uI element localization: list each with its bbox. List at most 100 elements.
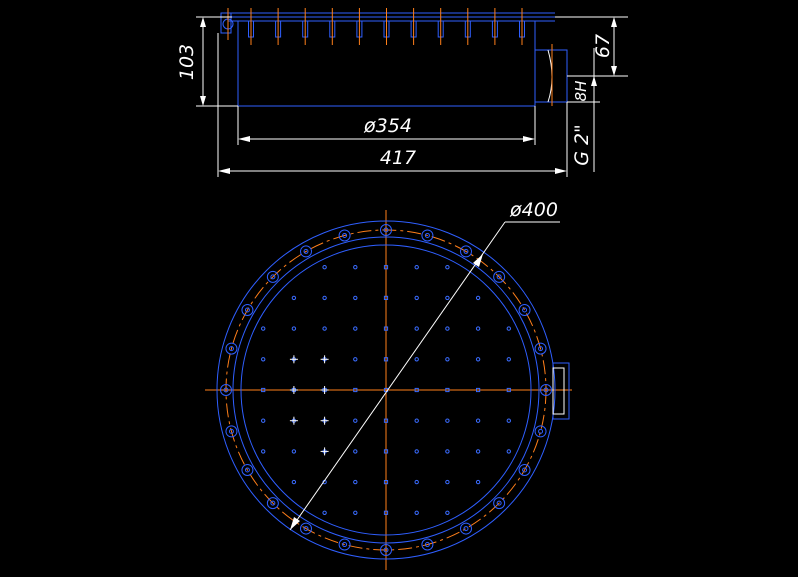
nozzle	[445, 295, 450, 301]
dim-103-text: 103	[176, 44, 198, 80]
dim-8h-text: 8H	[572, 81, 590, 102]
bolt-hole-center	[270, 500, 276, 506]
nozzle	[261, 357, 266, 362]
dim-354-arrow-left	[238, 136, 250, 142]
bolt-hole	[225, 425, 238, 438]
bolt-hole-center	[303, 248, 309, 254]
bolt-hole	[338, 538, 351, 551]
bolt-hole-center	[424, 232, 430, 238]
bolt-hole	[493, 270, 506, 283]
bolt-hole-center	[270, 274, 276, 280]
side-fins	[248, 8, 525, 45]
bolt-hole	[220, 384, 232, 396]
bolt-hole	[460, 522, 472, 535]
nozzle	[383, 418, 389, 423]
nozzle	[506, 326, 511, 331]
bolt-hole-center	[244, 467, 250, 473]
nozzle	[475, 326, 481, 331]
bolt-hole-center	[496, 274, 502, 280]
side-view	[220, 8, 568, 107]
nozzle	[414, 479, 419, 485]
dim-67-arrow-top	[611, 17, 617, 27]
nozzle	[353, 387, 358, 393]
side-left-flange	[220, 12, 232, 34]
nozzle	[383, 357, 389, 362]
nozzle	[475, 449, 481, 454]
bolt-hole-center	[424, 542, 430, 548]
bolt-hole-center	[342, 542, 348, 548]
nozzle	[322, 510, 327, 515]
nozzle	[383, 295, 389, 300]
bolt-hole	[300, 522, 312, 535]
nozzle	[353, 265, 358, 270]
nozzle	[414, 510, 419, 515]
bolt-hole	[380, 544, 392, 556]
bolt-hole	[225, 342, 238, 355]
nozzle	[506, 449, 511, 454]
bolt-hole-center	[538, 346, 544, 352]
nozzle	[291, 449, 297, 454]
nozzle	[322, 295, 327, 301]
bolt-hole	[421, 538, 434, 551]
nozzle	[475, 295, 481, 301]
bolt-hole-center	[228, 428, 234, 434]
plan-fitting-markers	[289, 355, 329, 456]
plan-inlet-stub-inner	[552, 367, 565, 415]
bolt-hole	[338, 229, 351, 242]
bolt-hole	[534, 342, 547, 355]
dim-417-arrow-left	[218, 168, 230, 174]
side-inlet-pipe	[534, 49, 568, 103]
nozzle	[445, 510, 450, 515]
bolt-hole	[460, 245, 472, 258]
bolt-hole	[540, 384, 552, 396]
nozzle	[383, 480, 389, 485]
bolt-hole	[534, 425, 547, 438]
bolt-hole-center	[522, 307, 528, 313]
bolt-hole-center	[496, 500, 502, 506]
bolt-hole-center	[303, 526, 309, 532]
nozzle	[475, 357, 481, 362]
nozzle	[414, 387, 419, 393]
dim-400-arrow-top	[473, 254, 483, 267]
bolt-hole	[421, 229, 434, 242]
nozzle	[383, 449, 389, 454]
bolt-hole	[241, 304, 254, 316]
bolt-hole	[493, 497, 506, 510]
bolt-hole	[518, 304, 531, 316]
nozzle	[445, 479, 450, 485]
plan-diameter-dimension	[289, 221, 560, 531]
nozzle	[445, 326, 450, 331]
dim-354-arrow-right	[523, 136, 535, 142]
nozzle	[353, 479, 358, 485]
nozzle	[414, 418, 419, 423]
bolt-hole	[518, 464, 531, 476]
plan-flange-circle	[232, 236, 540, 544]
nozzle	[383, 326, 389, 331]
nozzle	[291, 295, 297, 301]
nozzle	[506, 418, 511, 423]
nozzle	[261, 326, 266, 331]
nozzle	[322, 265, 327, 270]
dim-67-arrow-bottom	[611, 66, 617, 76]
dim-400-line	[289, 221, 506, 531]
dim-67-text: 67	[592, 34, 614, 58]
nozzle	[445, 387, 450, 393]
nozzle	[414, 357, 419, 362]
bolt-hole-center	[383, 227, 389, 233]
bolt-hole-center	[228, 346, 234, 352]
plan-bolt-circle	[225, 229, 547, 551]
nozzle	[476, 387, 481, 393]
dim-354-text: ø354	[363, 115, 412, 137]
dim-103-arrow-top	[200, 17, 206, 27]
dim-thread-text: G 2"	[571, 124, 593, 166]
nozzle	[414, 295, 419, 301]
nozzle	[475, 479, 481, 485]
nozzle	[475, 418, 481, 423]
bolt-hole-center	[383, 547, 389, 553]
side-dimensions	[196, 16, 628, 177]
nozzle	[291, 479, 297, 485]
nozzle	[414, 326, 419, 331]
bolt-hole	[241, 464, 254, 476]
nozzle	[353, 418, 358, 423]
bolt-hole	[300, 245, 312, 258]
